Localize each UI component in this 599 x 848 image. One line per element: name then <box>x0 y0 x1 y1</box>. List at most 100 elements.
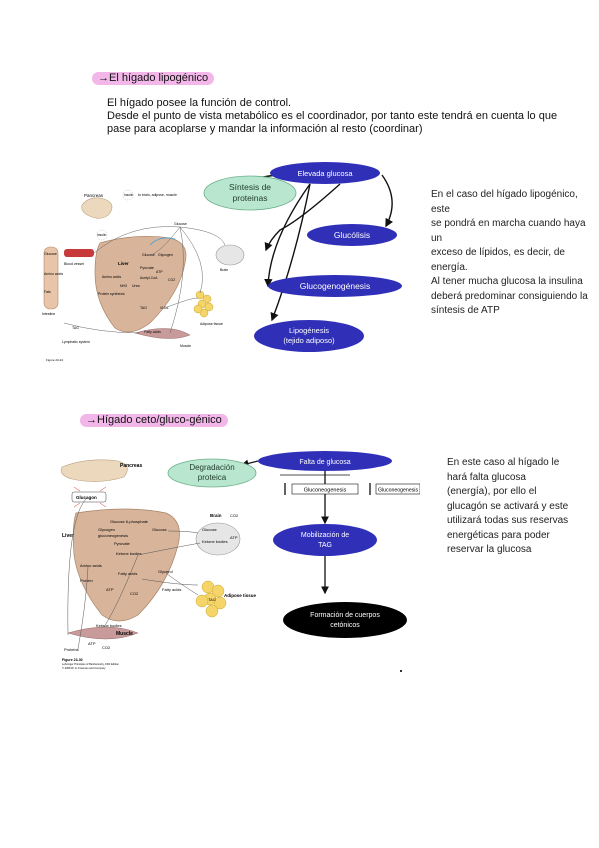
side-line: energía. <box>431 261 468 273</box>
insulin-label: Insulin <box>97 233 106 237</box>
side-line: glucagón se activará y este <box>447 500 569 512</box>
gluconeogenesis-box-left: Gluconeogenesis <box>304 488 347 494</box>
figure-label: Figure 23-30 <box>62 658 83 662</box>
amino-acids-label: Amino acids <box>80 563 102 568</box>
vldl-label: VLDL <box>160 306 169 310</box>
amino-acids-label: Amino acids <box>102 275 121 279</box>
glucose-blood-label: Glucose <box>174 222 187 226</box>
arrow-right-icon: → <box>98 72 109 84</box>
liver-label: Liver <box>62 533 74 539</box>
ketogenic-side-note: En este caso al hígado le hará falta glu… <box>447 456 568 558</box>
atp-brain-label: ATP <box>230 535 238 540</box>
credit-line2: © 2008 W. H. Freeman and Company <box>62 666 106 670</box>
lipogenic-flow-diagram: Elevada glucosa Síntesis de proteinas Gl… <box>203 162 402 352</box>
proteins-label: Proteins <box>64 647 79 652</box>
nh3-label: NH3 <box>120 284 127 288</box>
side-line: deberá predominar consiguiendo la <box>431 290 588 302</box>
figure-label: Figure 23-24 <box>46 358 63 362</box>
co2-label: CO2 <box>168 278 175 282</box>
intro-paragraph: El hígado posee la función de control. D… <box>107 97 557 136</box>
co2-brain-label: CO2 <box>230 513 239 518</box>
blood-vessel-label: Blood vessel <box>64 262 84 266</box>
tag-label: TAG <box>208 597 216 602</box>
protein-synthesis-label: Protein synthesis <box>98 292 125 296</box>
fatty-acids-blood-label: Fatty acids <box>162 587 181 592</box>
brain-label: Brain <box>220 268 228 272</box>
pancreas-label: Pancreas <box>120 463 142 469</box>
intro-line: Desde el punto de vista metabólico es el… <box>107 110 558 122</box>
side-line: reservar la glucosa <box>447 544 532 555</box>
pyruvate-label: Pyruvate <box>140 266 154 270</box>
glucose-liver-label: Glucose <box>142 253 155 257</box>
adipose-label: Adipose tissue <box>224 593 257 598</box>
fats-label: Fats <box>44 290 51 294</box>
gluconeogenesis-box-right: Gluconeogenesis <box>378 488 418 494</box>
co2-label: CO2 <box>130 591 139 596</box>
tag-lymph-label: TAG <box>72 326 79 330</box>
acetyl-coa-label: Acetyl-CoA <box>140 276 158 280</box>
glucolisis-node: Glucólisis <box>334 230 370 240</box>
protein-label: Protein <box>80 578 93 583</box>
co2-muscle-label: CO2 <box>102 645 111 650</box>
fatty-acids-label: Fatty acids <box>144 330 161 334</box>
insulin-top-label: Insulin <box>124 193 133 197</box>
movilizacion-line1: Mobilización de <box>301 532 349 539</box>
credit-line1: Lehninger Principles of Biochemistry, Fi… <box>62 662 119 666</box>
lipogenic-side-note: En el caso del hígado lipogénico, este s… <box>431 188 599 319</box>
ketone-bodies-label: Ketone bodies <box>116 551 142 556</box>
fatty-acids-label: Fatty acids <box>118 571 137 576</box>
glucose-gut-label: Glucose <box>44 252 57 256</box>
glycerol-label: Glycerol <box>158 569 173 574</box>
degradacion-line1: Degradación <box>189 463 234 472</box>
heading-text: El hígado lipogénico <box>109 72 209 84</box>
muscle-label: Muscle <box>116 631 133 637</box>
insulin-targets-label: to brain, adipose, muscle <box>138 193 177 197</box>
side-line: energéticas para poder <box>447 529 550 541</box>
g6p-label: Glucose 6-phosphate <box>110 519 149 524</box>
side-line: En este caso al hígado le <box>447 457 560 468</box>
liver-fasting-figure: Pancreas Glucagon Liver Glucose 6-phosph… <box>60 459 257 670</box>
urea-label: Urea <box>132 284 140 288</box>
adipose-label: Adipose tissue <box>200 322 223 326</box>
sintesis-line2: proteinas <box>233 193 268 203</box>
formacion-line2: cetónicos <box>330 622 360 629</box>
atp-muscle-label: ATP <box>88 641 96 646</box>
amino-gut-label: Amino acids <box>44 272 63 276</box>
muscle-label: Muscle <box>180 344 191 348</box>
pyruvate-label: Pyruvate <box>114 541 131 546</box>
side-line: se pondrá en marcha cuando haya un <box>431 218 586 244</box>
pancreas-label: Pancreas <box>84 193 104 198</box>
formacion-line1: Formación de cuerpos <box>310 612 380 619</box>
elevada-glucosa-node: Elevada glucosa <box>297 169 353 178</box>
side-line: síntesis de ATP <box>431 305 500 316</box>
gluconeogenesis-label: gluconeogenesis <box>98 533 128 538</box>
lipogenesis-line2: (tejido adiposo) <box>283 336 335 345</box>
glucagon-label: Glucagon <box>76 495 97 500</box>
stray-dot <box>400 670 402 672</box>
glucose-label: Glucose <box>152 527 167 532</box>
movilizacion-line2: TAG <box>318 542 332 549</box>
ketone-muscle-label: Ketone bodies <box>96 623 122 628</box>
ketone-brain-label: Ketone bodies <box>202 539 228 544</box>
side-line: utilizará todas sus reservas <box>447 515 569 526</box>
arrow-right-icon: → <box>86 414 97 426</box>
glycogen-label: Glycogen <box>98 527 115 532</box>
ketogenic-flow-diagram: Degradación proteica Falta de glucosa Gl… <box>167 451 420 638</box>
intro-line: El hígado posee la función de control. <box>107 97 292 109</box>
liver-label: Liver <box>118 261 129 266</box>
section-heading-ketogenic: →Hígado ceto/gluco-génico <box>80 414 228 427</box>
heading-text: Hígado ceto/gluco-génico <box>97 414 222 426</box>
lymphatic-label: Lymphatic system <box>62 340 90 344</box>
tag-liver-label: TAG <box>140 306 147 310</box>
falta-glucosa-node: Falta de glucosa <box>299 459 350 466</box>
atp-label: ATP <box>156 270 163 274</box>
atp-label: ATP <box>106 587 114 592</box>
glycogen-label: Glycogen <box>158 253 173 257</box>
side-line: Al tener mucha glucosa la insulina <box>431 276 583 287</box>
glucose-brain-label: Glucose <box>202 527 217 532</box>
section-heading-lipogenic: →El hígado lipogénico <box>92 72 215 85</box>
side-line: (energía), por ello el <box>447 486 537 497</box>
side-line: exceso de lípidos, es decir, de <box>431 247 565 258</box>
side-line: En el caso del hígado lipogénico, este <box>431 189 578 215</box>
degradacion-line2: proteica <box>198 473 227 482</box>
